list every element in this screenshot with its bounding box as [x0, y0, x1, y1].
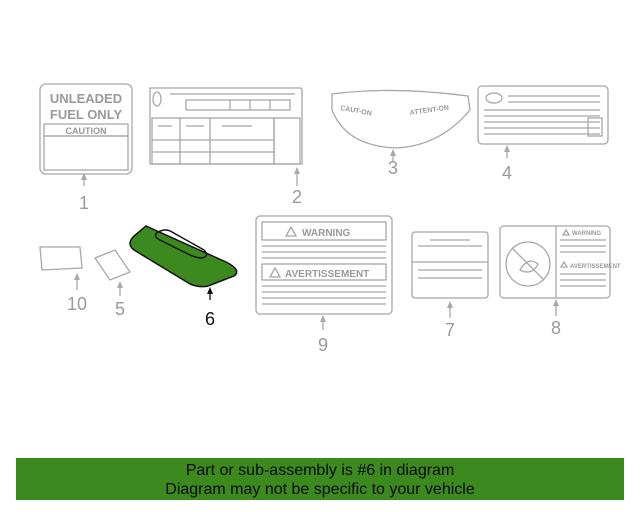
part-6-label-highlighted[interactable]: [129, 225, 238, 288]
warning-text: WARNING: [572, 231, 601, 237]
part-4-info-label[interactable]: [477, 85, 609, 145]
caution-text: CAUTION: [66, 126, 107, 136]
callout-2: 2: [292, 187, 302, 207]
avertissement-text: AVERTISSEMENT: [285, 269, 369, 280]
fuel-only-text: FUEL ONLY: [50, 107, 123, 122]
avertissement-text: AVERTISSEMENT: [570, 264, 621, 270]
info-banner: Part or sub-assembly is #6 in diagram Di…: [16, 458, 624, 500]
callout-7: 7: [445, 320, 455, 340]
caution-text: CAUT-ON: [340, 105, 373, 117]
callout-8: 8: [551, 318, 561, 338]
attention-text: ATTENT-ON: [409, 105, 449, 117]
part-8-label[interactable]: WARNING AVERTISSEMENT: [499, 225, 621, 299]
part-5-label[interactable]: [94, 249, 131, 281]
callout-10: 10: [67, 294, 87, 314]
part-3-curved-label[interactable]: CAUT-ON ATTENT-ON: [331, 89, 471, 149]
part-9-warning-label[interactable]: WARNING AVERTISSEMENT: [255, 215, 393, 315]
callout-6: 6: [205, 309, 215, 329]
callout-4: 4: [502, 163, 512, 183]
banner-line-2: Diagram may not be specific to your vehi…: [165, 481, 475, 498]
part-7-label[interactable]: [411, 231, 489, 299]
callout-5: 5: [115, 299, 125, 319]
banner-line-1: Part or sub-assembly is #6 in diagram: [185, 462, 455, 479]
callout-1: 1: [79, 193, 89, 213]
part-2-tire-label[interactable]: [149, 87, 303, 165]
unleaded-text: UNLEADED: [50, 91, 122, 106]
callout-9: 9: [318, 335, 328, 355]
part-1-fuel-label[interactable]: UNLEADED FUEL ONLY CAUTION: [39, 83, 133, 175]
warning-text: WARNING: [302, 228, 351, 239]
callout-3: 3: [388, 158, 398, 178]
part-10-label[interactable]: [39, 246, 83, 271]
